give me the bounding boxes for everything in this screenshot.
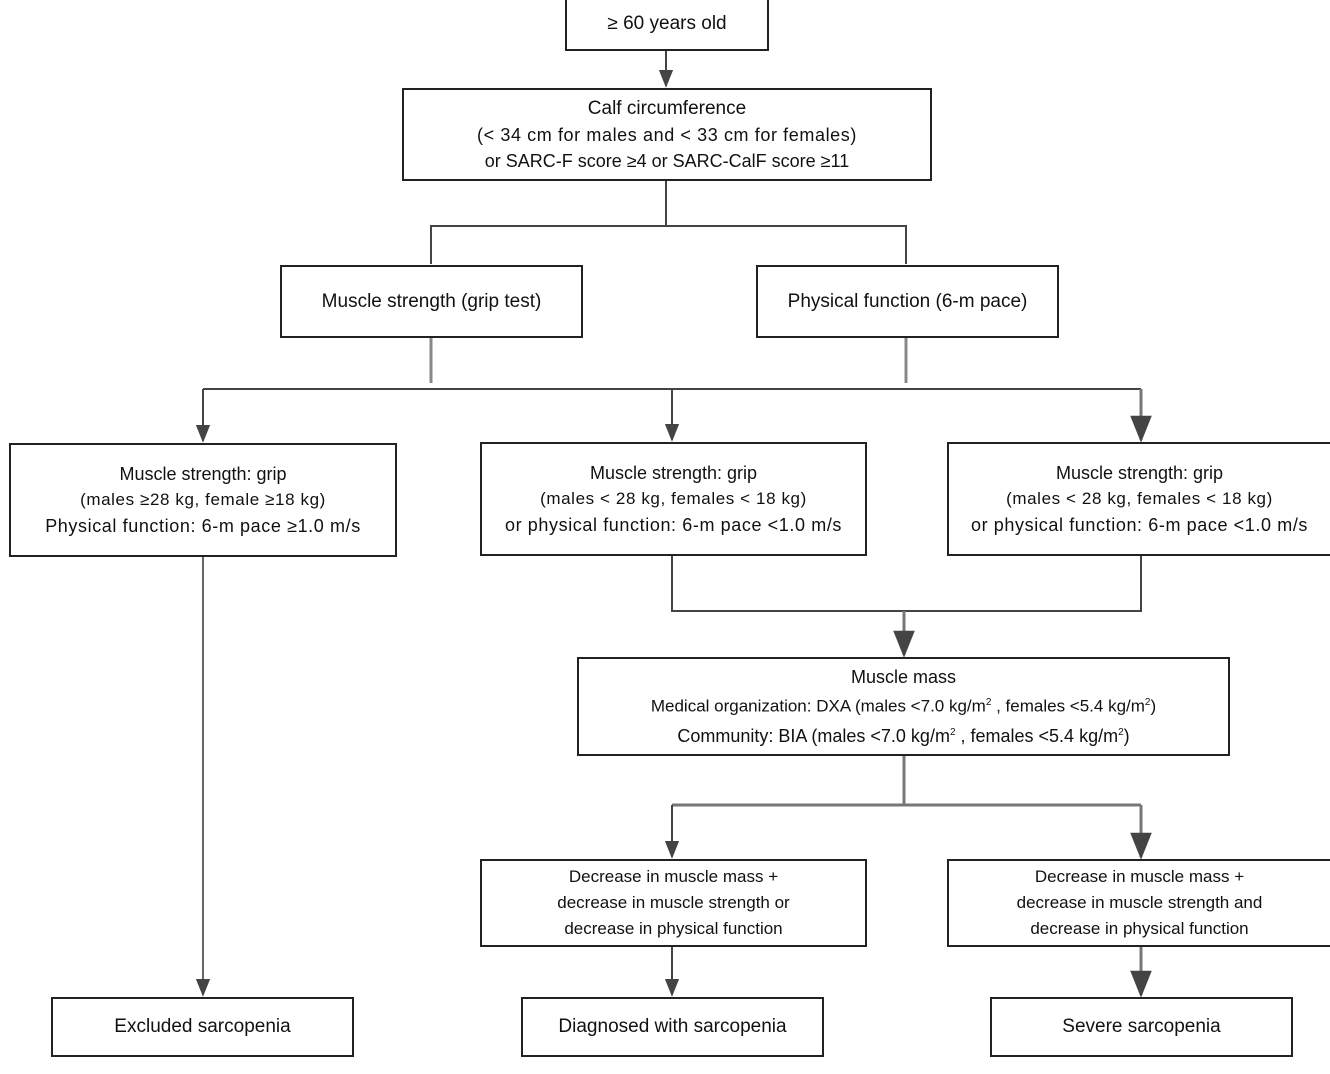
bia-superscript-1: 2 <box>949 726 956 738</box>
age-criterion-text: ≥ 60 years old <box>607 12 727 34</box>
low-b-line-3: or physical function: 6-m pace <1.0 m/s <box>970 515 1309 535</box>
decrease-or-line-3: decrease in physical function <box>564 919 783 938</box>
normal-line-1: Muscle strength: grip <box>119 464 287 484</box>
decrease-or-line-1: Decrease in muscle mass + <box>568 867 779 886</box>
low-function-box-b: Muscle strength: grip (males < 28 kg, fe… <box>947 442 1330 556</box>
screening-line-2: (< 34 cm for males and < 33 cm for femal… <box>477 124 857 145</box>
strength-test-box: Muscle strength (grip test) <box>280 265 583 338</box>
dxa-superscript-1: 2 <box>985 697 992 709</box>
normal-line-3: Physical function: 6-m pace ≥1.0 m/s <box>45 516 361 536</box>
function-test-text: Physical function (6-m pace) <box>787 290 1028 312</box>
dxa-prefix: Medical organization: DXA (males <7.0 kg… <box>650 696 986 716</box>
decrease-or-box: Decrease in muscle mass + decrease in mu… <box>480 859 867 947</box>
muscle-mass-dxa: Medical organization: DXA (males <7.0 kg… <box>651 690 1156 720</box>
low-function-box-a: Muscle strength: grip (males < 28 kg, fe… <box>480 442 867 556</box>
normal-line-2: (males ≥28 kg, female ≥18 kg) <box>80 490 326 509</box>
muscle-mass-title: Muscle mass <box>850 667 957 688</box>
connector-screening-split <box>430 180 667 264</box>
connector-screening-split-right <box>666 225 907 264</box>
low-a-line-2: (males < 28 kg, females < 18 kg) <box>540 489 807 508</box>
low-a-line-1: Muscle strength: grip <box>589 463 758 483</box>
function-test-box: Physical function (6-m pace) <box>756 265 1059 338</box>
strength-test-text: Muscle strength (grip test) <box>321 290 542 312</box>
age-criterion-box: ≥ 60 years old <box>565 0 769 51</box>
low-b-line-1: Muscle strength: grip <box>1055 463 1224 483</box>
diagnosed-sarcopenia-text: Diagnosed with sarcopenia <box>558 1016 787 1037</box>
decrease-and-line-1: Decrease in muscle mass + <box>1034 867 1245 886</box>
bia-mid: , females <5.4 kg/m <box>955 725 1119 746</box>
severe-sarcopenia-box: Severe sarcopenia <box>990 997 1293 1057</box>
decrease-and-box: Decrease in muscle mass + decrease in mu… <box>947 859 1330 947</box>
bia-superscript-2: 2 <box>1118 726 1124 738</box>
muscle-mass-box: Muscle mass Medical organization: DXA (m… <box>577 657 1230 756</box>
dxa-superscript-2: 2 <box>1144 697 1151 709</box>
excluded-sarcopenia-box: Excluded sarcopenia <box>51 997 354 1057</box>
bia-suffix: ) <box>1123 725 1130 746</box>
decrease-and-line-2: decrease in muscle strength and <box>1016 893 1263 912</box>
connector-low-merge <box>671 556 1142 612</box>
severe-sarcopenia-text: Severe sarcopenia <box>1062 1016 1221 1037</box>
bia-prefix: Community: BIA (males <7.0 kg/m <box>677 725 950 746</box>
screening-box: Calf circumference (< 34 cm for males an… <box>402 88 932 181</box>
decrease-and-line-3: decrease in physical function <box>1030 919 1249 938</box>
screening-line-3: or SARC-F score ≥4 or SARC-CalF score ≥1… <box>484 150 850 171</box>
low-a-line-3: or physical function: 6-m pace <1.0 m/s <box>504 515 843 535</box>
low-b-line-2: (males < 28 kg, females < 18 kg) <box>1006 489 1273 508</box>
screening-line-1: Calf circumference <box>587 97 747 119</box>
decrease-or-line-2: decrease in muscle strength or <box>557 893 790 912</box>
excluded-sarcopenia-text: Excluded sarcopenia <box>114 1016 291 1037</box>
dxa-suffix: ) <box>1150 696 1157 716</box>
diagnosed-sarcopenia-box: Diagnosed with sarcopenia <box>521 997 824 1057</box>
dxa-mid: , females <5.4 kg/m <box>991 696 1145 716</box>
muscle-mass-bia: Community: BIA (males <7.0 kg/m2 , femal… <box>677 720 1129 749</box>
normal-function-box: Muscle strength: grip (males ≥28 kg, fem… <box>9 443 397 557</box>
